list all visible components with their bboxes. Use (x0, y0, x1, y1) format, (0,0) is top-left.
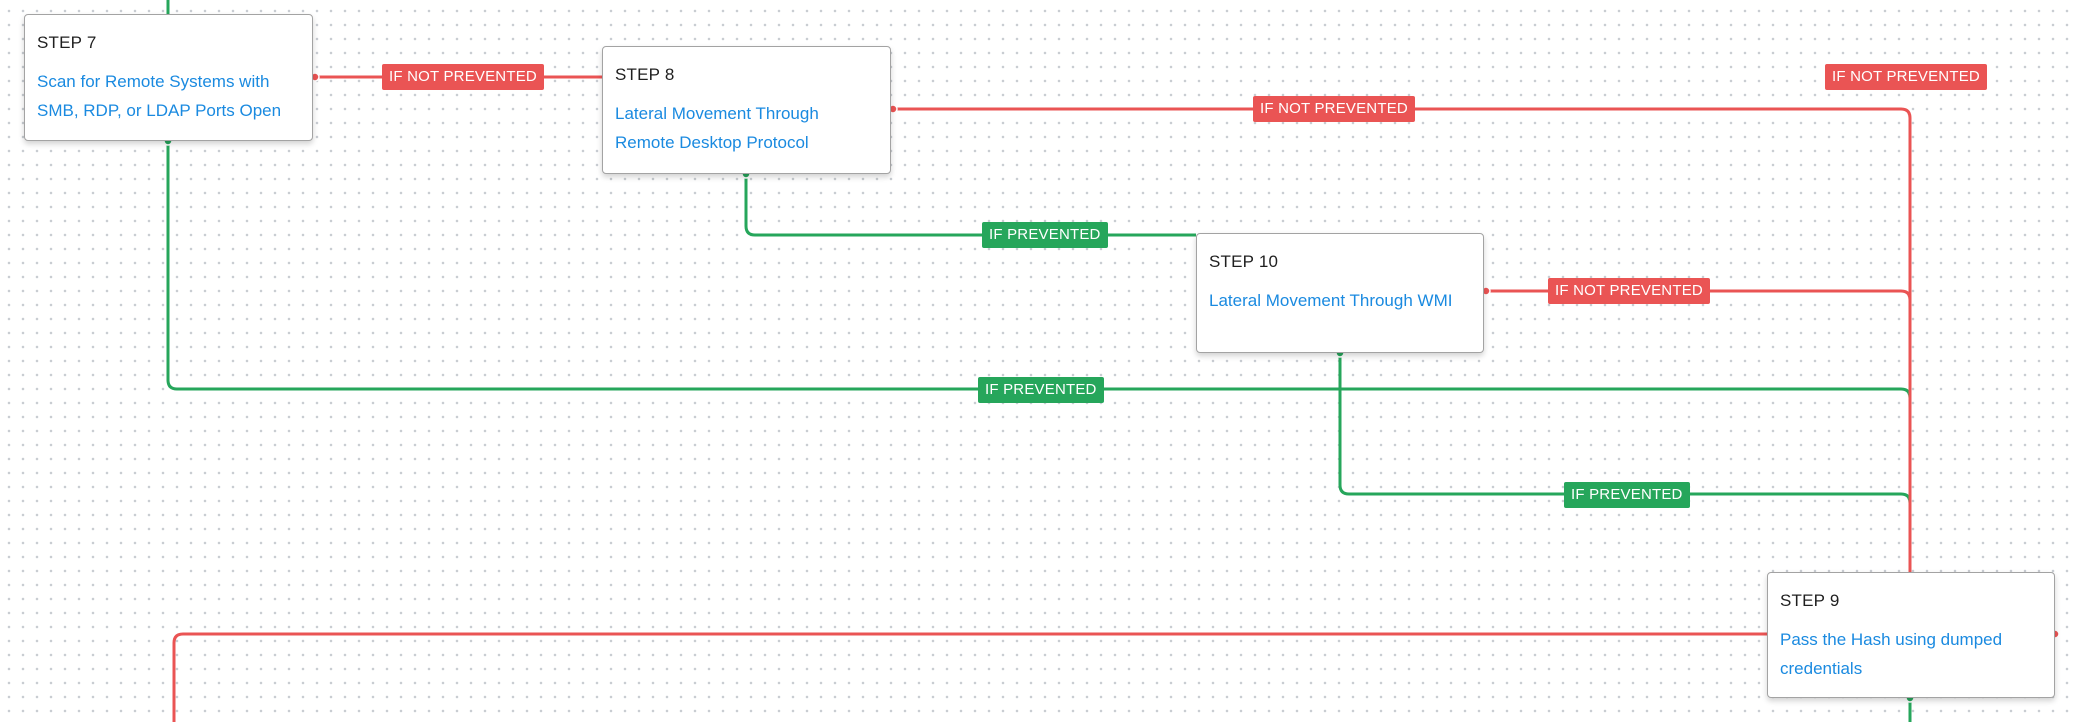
step-title-link[interactable]: Pass the Hash using dumped credentials (1780, 630, 2003, 678)
edge-label-step10-to-right[interactable]: IF NOT PREVENTED (1548, 278, 1710, 304)
step-8-node[interactable]: STEP 8 Lateral Movement Through Remote D… (602, 46, 891, 174)
edge-label-step7-to-step8[interactable]: IF NOT PREVENTED (382, 64, 544, 90)
step-number: STEP 9 (1780, 591, 1840, 610)
connector-step8-to-right (893, 107, 1912, 572)
step-title-link[interactable]: Lateral Movement Through WMI (1209, 291, 1453, 310)
edge-label-offscreen-right[interactable]: IF NOT PREVENTED (1825, 64, 1987, 90)
step-9-node[interactable]: STEP 9 Pass the Hash using dumped creden… (1767, 572, 2055, 698)
step-10-node[interactable]: STEP 10 Lateral Movement Through WMI (1196, 233, 1484, 353)
step-title-link[interactable]: Scan for Remote Systems with SMB, RDP, o… (37, 72, 282, 120)
edge-label-step8-to-right[interactable]: IF NOT PREVENTED (1253, 96, 1415, 122)
edge-label-step7-to-step9[interactable]: IF PREVENTED (978, 377, 1104, 403)
step-number: STEP 7 (37, 33, 97, 52)
connector-step10-to-step9 (1338, 353, 1912, 572)
step-number: STEP 8 (615, 65, 675, 84)
connector-step10-to-right (1486, 289, 1912, 301)
edge-label-step10-to-step9[interactable]: IF PREVENTED (1564, 482, 1690, 508)
connector-step9-to-left (172, 632, 1767, 722)
edge-label-step8-to-step10[interactable]: IF PREVENTED (982, 222, 1108, 248)
step-title-link[interactable]: Lateral Movement Through Remote Desktop … (615, 104, 819, 152)
connector-step8-to-step10 (744, 174, 1196, 237)
step-7-node[interactable]: STEP 7 Scan for Remote Systems with SMB,… (24, 14, 313, 141)
step-number: STEP 10 (1209, 252, 1279, 271)
